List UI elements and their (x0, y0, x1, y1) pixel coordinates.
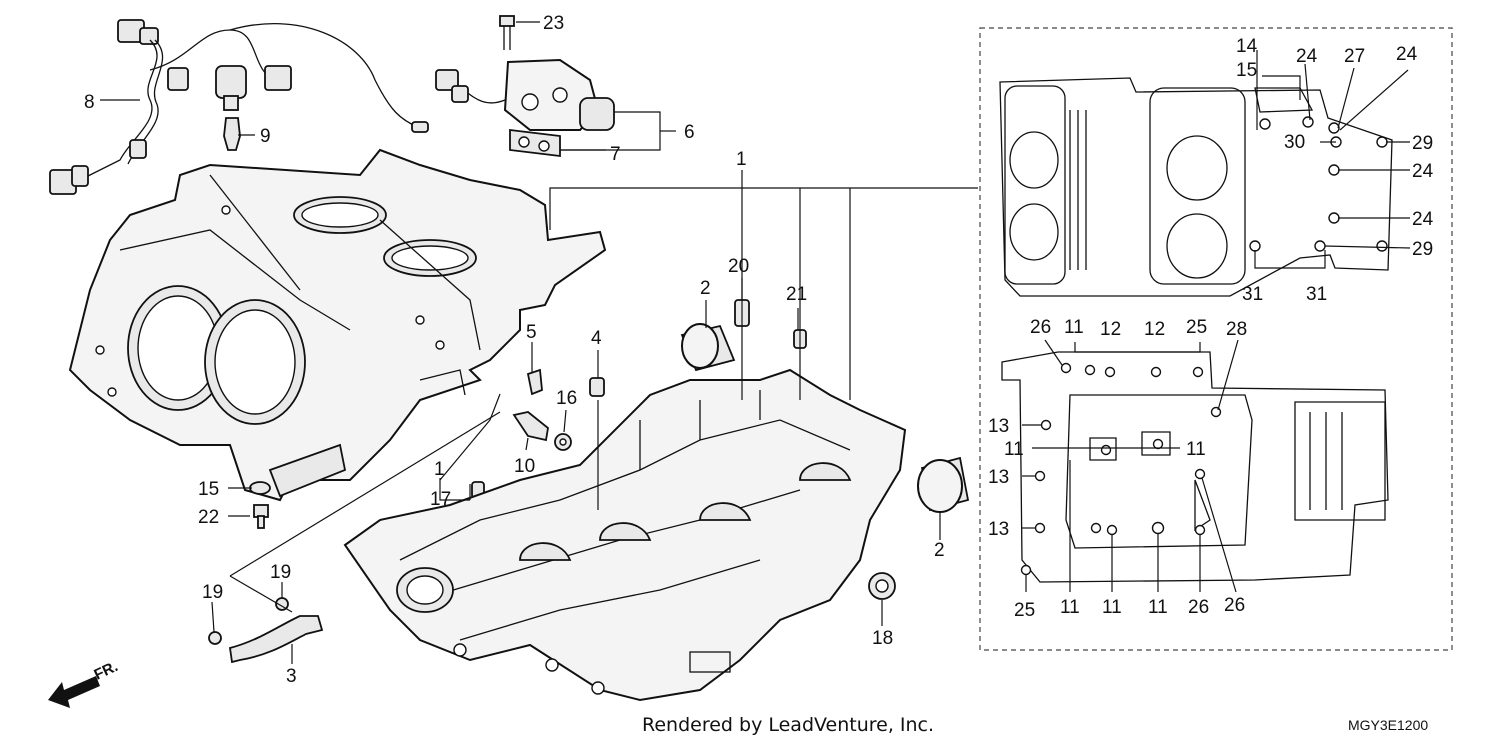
callout-11: 11 (1060, 597, 1080, 618)
detail-inset-box (979, 27, 1453, 651)
callout-12: 12 (1144, 319, 1165, 340)
callout-15: 15 (1236, 60, 1257, 81)
arrow-icon (48, 676, 100, 708)
callout-11: 11 (1148, 597, 1168, 618)
callout-31: 31 (1306, 284, 1327, 305)
callout-4: 4 (591, 328, 602, 349)
lower-crankcase-bottom-view (1001, 351, 1389, 583)
callout-31: 31 (1242, 284, 1263, 305)
callout-25: 25 (1186, 317, 1207, 338)
callout-2: 2 (700, 278, 711, 299)
callout-29: 29 (1412, 239, 1433, 260)
callout-1: 1 (736, 149, 747, 170)
callout-22: 22 (198, 507, 219, 528)
callout-10: 10 (514, 456, 535, 477)
callout-16: 16 (556, 388, 577, 409)
callout-18: 18 (872, 628, 893, 649)
callout-13: 13 (988, 519, 1009, 540)
callout-26: 26 (1224, 595, 1245, 616)
callout-13: 13 (988, 467, 1009, 488)
callout-26: 26 (1030, 317, 1051, 338)
solenoid-valve-assembly (435, 15, 615, 158)
callout-13: 13 (988, 416, 1009, 437)
callout-1: 1 (434, 459, 445, 480)
wire-harness (49, 19, 429, 195)
callout-24: 24 (1412, 209, 1434, 230)
callout-11: 11 (1004, 439, 1024, 460)
front-direction-arrow: FR. (48, 658, 121, 708)
callout-24: 24 (1412, 161, 1434, 182)
callout-30: 30 (1284, 132, 1305, 153)
callout-27: 27 (1344, 46, 1365, 67)
callout-14: 14 (1236, 36, 1258, 57)
callout-24: 24 (1396, 44, 1418, 65)
callout-26: 26 (1188, 597, 1209, 618)
callout-23: 23 (543, 13, 564, 34)
diagram-code: MGY3E1200 (1348, 717, 1428, 733)
callout-29: 29 (1412, 133, 1433, 154)
sensor-switch (215, 65, 247, 151)
callout-21: 21 (786, 284, 807, 305)
callout-3: 3 (286, 666, 297, 687)
callout-20: 20 (728, 256, 749, 277)
callout-11: 11 (1102, 597, 1122, 618)
callout-25: 25 (1014, 600, 1035, 621)
callout-28: 28 (1226, 319, 1247, 340)
upper-crankcase (68, 148, 607, 502)
callout-19: 19 (270, 562, 291, 583)
small-parts-left (208, 299, 970, 664)
callout-17: 17 (430, 489, 451, 510)
callout-7: 7 (610, 144, 621, 165)
lower-crankcase (343, 368, 907, 702)
callout-8: 8 (84, 92, 95, 113)
callout-11: 11 (1186, 439, 1206, 460)
callout-24: 24 (1296, 46, 1318, 67)
callout-6: 6 (684, 122, 695, 143)
leader-lines (100, 21, 978, 664)
callout-2: 2 (934, 540, 945, 561)
callout-15: 15 (198, 479, 219, 500)
callout-5: 5 (526, 322, 537, 343)
callout-11: 11 (1064, 317, 1084, 338)
upper-crankcase-top-view (999, 77, 1393, 297)
inset-leader-lines (1022, 50, 1411, 593)
render-credit: Rendered by LeadVenture, Inc. (642, 714, 934, 736)
direction-label: FR. (92, 658, 121, 684)
callout-19: 19 (202, 582, 223, 603)
callout-9: 9 (260, 126, 271, 147)
callout-12: 12 (1100, 319, 1121, 340)
callout-labels: 23 8 9 6 7 1 20 21 2 5 4 16 10 1 17 15 2… (84, 13, 1434, 687)
